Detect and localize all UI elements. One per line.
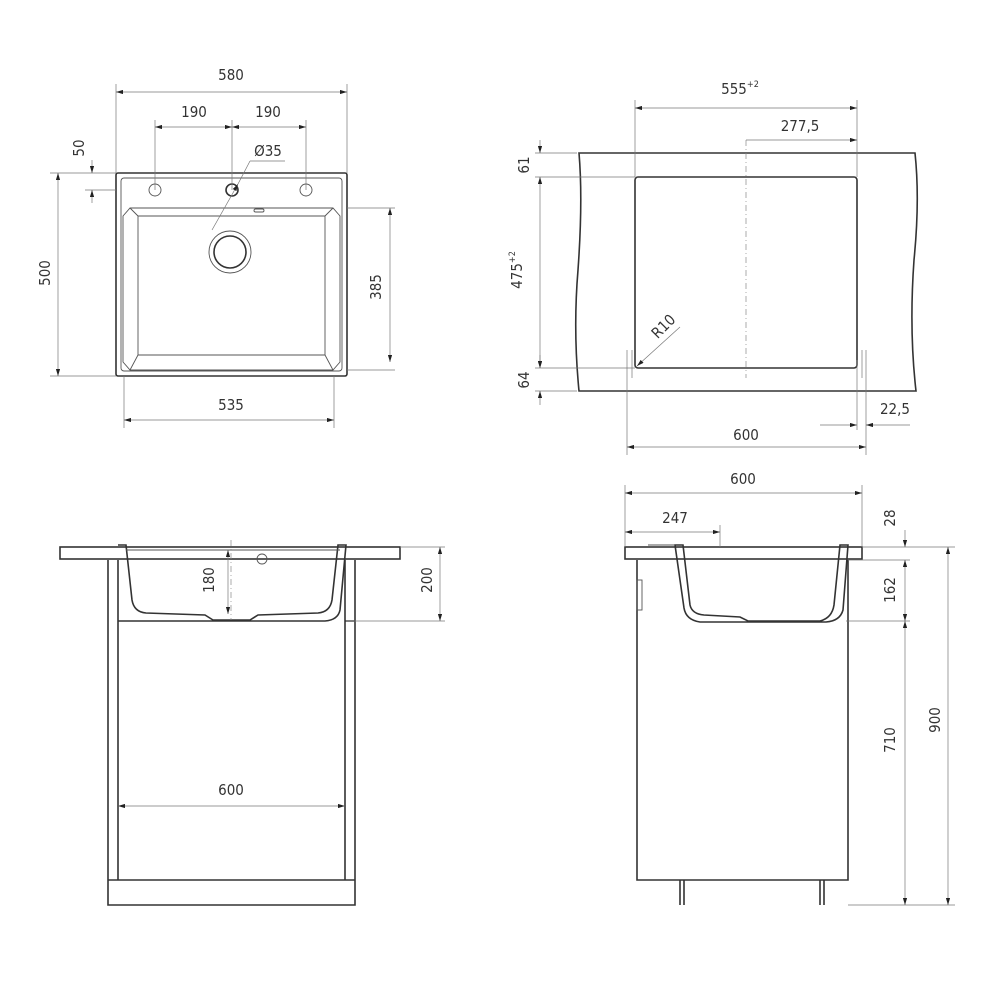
side-countertop — [624, 546, 863, 560]
countertop — [59, 546, 401, 560]
dim-hole-diameter: Ø35 — [254, 142, 282, 160]
dim-247: 247 — [662, 509, 688, 527]
dim-61: 61 — [515, 156, 533, 173]
top-view: 580 190 190 Ø35 50 500 385 535 — [36, 66, 395, 428]
dim-385: 385 — [367, 274, 385, 300]
dim-600-front: 600 — [218, 781, 244, 799]
dim-600-cutout: 600 — [733, 426, 759, 444]
countertop-outline — [574, 152, 919, 392]
dim-190-left: 190 — [181, 103, 207, 121]
drain-inner — [213, 235, 247, 269]
cutout-outline — [634, 176, 858, 369]
dim-500: 500 — [36, 260, 54, 286]
dim-22-5: 22,5 — [880, 400, 910, 418]
dim-64: 64 — [515, 371, 533, 388]
side-view: 600 247 28 162 710 900 — [624, 470, 955, 906]
dim-r10: R10 — [648, 311, 679, 342]
dim-600-side: 600 — [730, 470, 756, 488]
dim-162: 162 — [881, 577, 899, 603]
dim-28: 28 — [881, 509, 899, 526]
dim-710: 710 — [881, 727, 899, 753]
dim-475: 475+2 — [508, 251, 526, 289]
dim-200: 200 — [418, 567, 436, 593]
dim-180: 180 — [200, 567, 218, 593]
dim-580: 580 — [218, 66, 244, 84]
overflow-slot — [253, 208, 265, 213]
dim-190-right: 190 — [255, 103, 281, 121]
drain-outer — [208, 230, 252, 274]
dim-50: 50 — [70, 139, 88, 156]
dim-535: 535 — [218, 396, 244, 414]
dim-900: 900 — [926, 707, 944, 733]
cutout-view: 555+2 277,5 61 475+2 64 R10 600 22,5 — [508, 80, 919, 455]
front-view: 180 200 600 — [59, 540, 445, 906]
dim-277-5: 277,5 — [781, 117, 820, 135]
dim-555: 555+2 — [721, 80, 759, 98]
